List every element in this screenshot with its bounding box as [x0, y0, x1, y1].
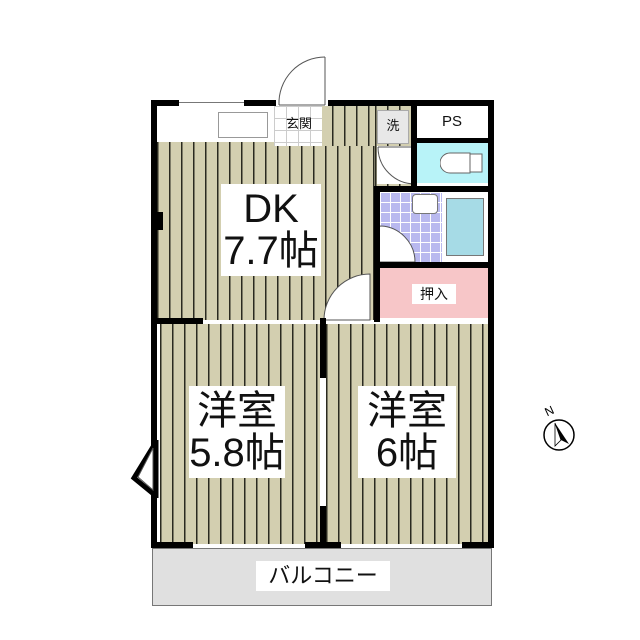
wall-left	[151, 100, 157, 548]
compass-north-label: N	[542, 402, 557, 420]
wall-top-mid	[244, 100, 276, 106]
entrance	[274, 106, 322, 146]
entrance-door-icon[interactable]	[277, 55, 327, 107]
compass-arrow-icon	[543, 419, 575, 451]
wall-top-left	[151, 100, 179, 106]
dk-name: DK	[243, 187, 299, 231]
wall-bottom-right	[462, 542, 494, 548]
pipe-space	[417, 106, 488, 138]
ps-name: PS	[441, 113, 462, 131]
wall-right	[488, 100, 494, 548]
bedroom-right-name: 洋室	[367, 389, 447, 433]
balcony-label: バルコニー	[256, 561, 390, 591]
compass: N	[540, 402, 580, 454]
balcony-name: バルコニー	[268, 563, 378, 589]
entrance-name: 玄関	[285, 116, 312, 132]
wall-mid-vertical	[320, 318, 326, 378]
entrance-label: 玄関	[280, 114, 318, 134]
toilet-icon	[440, 152, 483, 174]
wall-bath-bottom	[374, 262, 494, 268]
kitchen-window	[178, 102, 250, 103]
kitchen-sink	[218, 112, 268, 138]
wall-mid-vertical-bottom	[320, 506, 326, 548]
closet-name: 押入	[420, 285, 448, 302]
bathroom-door-icon[interactable]	[378, 225, 416, 263]
bedroom-left-label: 洋室 5.8帖	[189, 386, 285, 478]
bathtub-icon	[446, 198, 484, 256]
bedroom-left-name: 洋室	[197, 389, 277, 433]
toilet-door-icon[interactable]	[377, 146, 417, 186]
closet-label: 押入	[412, 284, 456, 304]
laundry-space	[377, 110, 409, 144]
wall-wet-top	[374, 186, 494, 192]
dk-size: 7.7帖	[223, 229, 319, 273]
laundry-label: 洗	[379, 116, 407, 136]
wall-top-right	[328, 100, 494, 106]
dk-label: DK 7.7帖	[221, 184, 321, 276]
washbasin-icon	[412, 194, 438, 214]
ps-label: PS	[430, 112, 474, 132]
bedroom-right-label: 洋室 6帖	[358, 386, 456, 478]
bedroom-right-size: 6帖	[375, 431, 439, 475]
wall-wet-left	[374, 186, 380, 322]
laundry-name: 洗	[386, 118, 400, 134]
wall-left-notch	[151, 212, 163, 230]
wall-ps-left	[411, 106, 417, 186]
wall-dk-bottom-left	[151, 318, 203, 324]
wall-bottom-mid	[305, 542, 341, 548]
hall-floor	[320, 106, 377, 146]
wall-bottom-left	[151, 542, 193, 548]
bay-window-icon	[130, 440, 159, 498]
dk-door-icon[interactable]	[322, 272, 372, 322]
bedroom-left-size: 5.8帖	[189, 431, 285, 475]
wall-ps-bottom	[413, 138, 494, 143]
